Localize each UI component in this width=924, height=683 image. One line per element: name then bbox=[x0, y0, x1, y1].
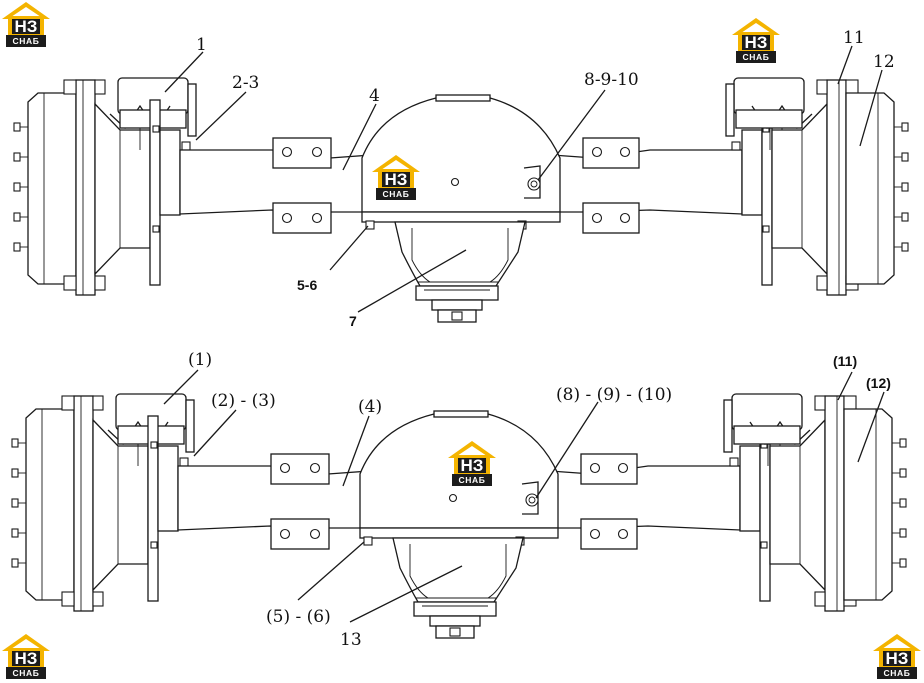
leader-lines-bottom bbox=[163, 369, 885, 623]
label-part-5-6: 5-6 bbox=[297, 277, 317, 293]
label-part-2-3: 2-3 bbox=[232, 73, 259, 93]
logo-bottom-right: НЗ СНАБ bbox=[873, 634, 921, 679]
svg-text:НЗ: НЗ bbox=[385, 170, 408, 189]
label-part-11-bottom: (11) bbox=[833, 353, 857, 369]
svg-text:СНАБ: СНАБ bbox=[459, 475, 486, 485]
labels-bottom: (1) (2) - (3) (4) (8) - (9) - (10) (11) … bbox=[188, 350, 891, 650]
leader-lines-top bbox=[164, 45, 883, 313]
svg-text:НЗ: НЗ bbox=[15, 649, 38, 668]
svg-text:СНАБ: СНАБ bbox=[13, 36, 40, 46]
svg-text:СНАБ: СНАБ bbox=[13, 668, 40, 678]
svg-text:НЗ: НЗ bbox=[886, 649, 909, 668]
label-part-12: 12 bbox=[873, 52, 895, 72]
labels-top: 1 2-3 4 8-9-10 11 12 5-6 7 bbox=[196, 28, 895, 329]
svg-text:СНАБ: СНАБ bbox=[383, 189, 410, 199]
label-part-13-bottom: 13 bbox=[340, 630, 362, 650]
label-part-1: 1 bbox=[196, 35, 207, 55]
label-part-8-9-10-bottom: (8) - (9) - (10) bbox=[556, 385, 672, 405]
label-part-5-6-bottom: (5) - (6) bbox=[266, 607, 331, 627]
label-part-4: 4 bbox=[369, 86, 380, 106]
logo-top-right: НЗ СНАБ bbox=[732, 18, 780, 63]
label-part-12-bottom: (12) bbox=[866, 375, 891, 391]
logo-top-left: НЗ СНАБ bbox=[2, 2, 50, 47]
axle-view-top bbox=[13, 77, 909, 323]
svg-text:НЗ: НЗ bbox=[745, 33, 768, 52]
logo-bottom-left: НЗ СНАБ bbox=[2, 634, 50, 679]
label-part-4-bottom: (4) bbox=[358, 397, 382, 417]
svg-text:СНАБ: СНАБ bbox=[884, 668, 911, 678]
label-part-7: 7 bbox=[349, 313, 357, 329]
svg-text:СНАБ: СНАБ bbox=[743, 52, 770, 62]
label-part-1-bottom: (1) bbox=[188, 350, 212, 370]
logo-center-bottom: НЗ СНАБ bbox=[448, 441, 496, 486]
label-part-11: 11 bbox=[843, 28, 865, 48]
label-part-2-3-bottom: (2) - (3) bbox=[211, 391, 276, 411]
logo-center-top: НЗ СНАБ bbox=[372, 155, 420, 200]
svg-text:НЗ: НЗ bbox=[15, 17, 38, 36]
axle-view-bottom bbox=[11, 393, 907, 639]
label-part-8-9-10: 8-9-10 bbox=[584, 70, 639, 90]
svg-text:НЗ: НЗ bbox=[461, 456, 484, 475]
